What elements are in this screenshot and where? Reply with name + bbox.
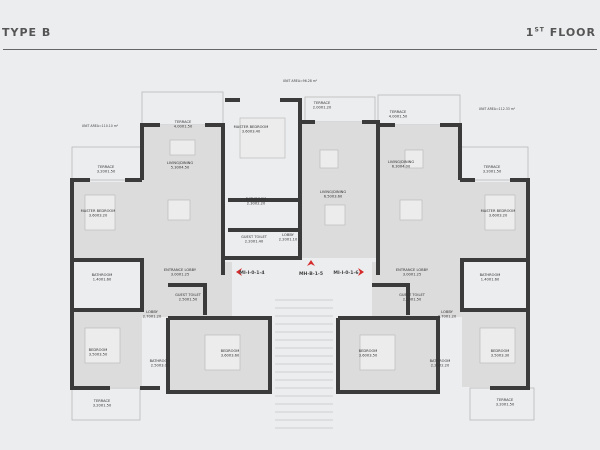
room-name: MASTER BEDROOM bbox=[81, 209, 116, 213]
room-size: 2.70X1.20 bbox=[143, 315, 162, 319]
room-size: 3.20X1.50 bbox=[496, 403, 515, 407]
room-name: MASTER BEDROOM bbox=[481, 209, 516, 213]
unit-area-labels: UNIT AREA=110.10 m² UNIT AREA=96.28 m² U… bbox=[82, 79, 516, 128]
plan-type-title: TYPE B bbox=[2, 26, 52, 39]
room-name: BEDROOM bbox=[89, 348, 108, 352]
unit-marker-left: MI-I-0-1-4 bbox=[239, 270, 264, 276]
unit-markers: MI-I-0-1-4 MH-B-1-5 MI-I-0-1-6 bbox=[236, 260, 364, 277]
room-size: 6.30X4.00 bbox=[392, 165, 411, 169]
room-name: ENTRANCE LOBBY bbox=[396, 268, 429, 272]
room-size: 1.40X1.60 bbox=[93, 278, 112, 282]
room-size: 2.30X2.20 bbox=[247, 202, 266, 206]
unit-marker-center: MH-B-1-5 bbox=[299, 271, 323, 277]
room-name: BATHROOM bbox=[150, 359, 171, 363]
room-size: 3.60X3.40 bbox=[242, 130, 261, 134]
unit-area-right: UNIT AREA=112.33 m² bbox=[479, 107, 516, 111]
room-size: 3.20X1.50 bbox=[93, 404, 112, 408]
room-size: 2.20X1.10 bbox=[279, 238, 298, 242]
room-name: TERRACE bbox=[97, 165, 115, 169]
room-size: 2.70X1.20 bbox=[438, 315, 457, 319]
room-name: BATHROOM bbox=[430, 359, 451, 363]
room-size: 3.00X1.25 bbox=[403, 273, 421, 277]
arrow-up-icon bbox=[307, 260, 315, 266]
room-name: LOBBY bbox=[441, 310, 453, 314]
room-size: 4.00X1.50 bbox=[174, 125, 193, 129]
room-fills bbox=[72, 122, 528, 390]
room-size: 5.30X4.50 bbox=[171, 166, 190, 170]
room-size: 3.50X3.50 bbox=[89, 353, 108, 357]
arrow-right-icon bbox=[358, 268, 364, 276]
floor-word: FLOOR bbox=[544, 26, 596, 39]
unit-area-left: UNIT AREA=110.10 m² bbox=[82, 124, 119, 128]
room-size: 2.00X1.20 bbox=[313, 106, 332, 110]
furniture bbox=[84, 117, 516, 371]
room-name: TERRACE bbox=[389, 110, 407, 114]
floor-suffix: ST bbox=[534, 26, 545, 34]
room-size: 2.50X1.50 bbox=[403, 298, 422, 302]
room-name: TERRACE bbox=[483, 165, 501, 169]
room-size: 3.20X1.50 bbox=[483, 170, 502, 174]
room-name: GUEST TOILET bbox=[175, 293, 202, 297]
floor-number: 1 bbox=[525, 26, 535, 39]
unit-marker-right: MI-I-0-1-6 bbox=[333, 270, 358, 276]
staircase bbox=[275, 299, 333, 429]
room-name: BATHROOM bbox=[246, 197, 267, 201]
room-size: 3.60X3.50 bbox=[359, 354, 378, 358]
room-size: 3.60X3.60 bbox=[221, 354, 240, 358]
room-size: 4.00X1.50 bbox=[389, 115, 408, 119]
room-name: GUEST TOILET bbox=[241, 235, 268, 239]
room-size: 3.60X3.20 bbox=[89, 214, 108, 218]
room-name: BEDROOM bbox=[359, 349, 378, 353]
room-size: 2.50X1.50 bbox=[179, 298, 198, 302]
room-size: 3.20X1.50 bbox=[97, 170, 116, 174]
unit-area-center: UNIT AREA=96.28 m² bbox=[283, 79, 318, 83]
room-name: LOBBY bbox=[282, 233, 294, 237]
room-size: 3.60X3.20 bbox=[489, 214, 508, 218]
room-size: 2.20X2.20 bbox=[431, 364, 450, 368]
room-size: 6.50X3.60 bbox=[324, 195, 343, 199]
room-name: BATHROOM bbox=[92, 273, 113, 277]
arrow-left-icon bbox=[236, 268, 242, 276]
room-name: BATHROOM bbox=[480, 273, 501, 277]
room-name: LOBBY bbox=[146, 310, 158, 314]
room-size: 3.50X3.30 bbox=[491, 354, 510, 358]
room-name: TERRACE bbox=[174, 120, 192, 124]
room-size: 1.40X1.60 bbox=[481, 278, 500, 282]
room-name: LIVING/DINING bbox=[320, 190, 347, 194]
room-size: 3.00X1.25 bbox=[171, 273, 189, 277]
room-name: TERRACE bbox=[496, 398, 514, 402]
room-name: ENTRANCE LOBBY bbox=[164, 268, 197, 272]
room-size: 2.20X1.40 bbox=[245, 240, 264, 244]
room-name: LIVING/DINING bbox=[388, 160, 415, 164]
room-name: BEDROOM bbox=[491, 349, 510, 353]
room-name: TERRACE bbox=[93, 399, 111, 403]
room-name: LIVING/DINING bbox=[167, 161, 194, 165]
room-name: GUEST TOILET bbox=[399, 293, 426, 297]
room-name: MASTER BEDROOM bbox=[234, 125, 269, 129]
room-name: BEDROOM bbox=[221, 349, 240, 353]
room-size: 2.50X3.00 bbox=[151, 364, 170, 368]
walls bbox=[70, 98, 530, 394]
header-divider bbox=[3, 49, 597, 50]
room-labels: TERRACE4.00X1.50TERRACE2.00X1.20TERRACE4… bbox=[81, 101, 516, 408]
room-name: TERRACE bbox=[313, 101, 331, 105]
floor-label: 1ST FLOOR bbox=[526, 26, 596, 39]
